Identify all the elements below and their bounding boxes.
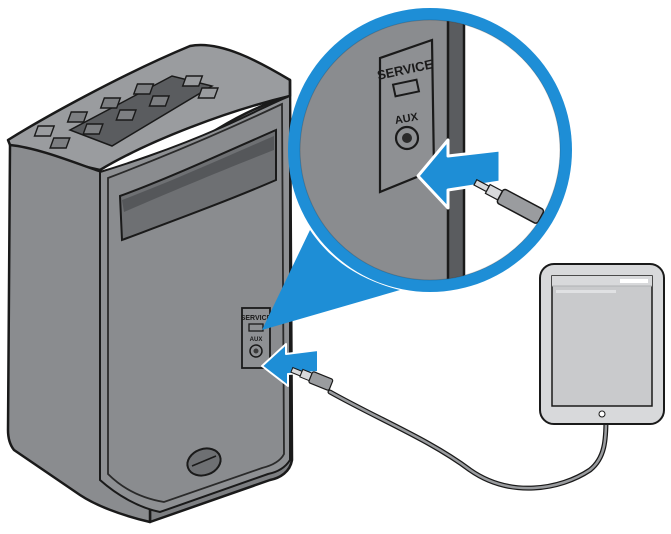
zoom-view: SERVICE AUX	[300, 20, 560, 280]
small-aux-label: AUX	[250, 337, 263, 343]
control-button[interactable]	[49, 137, 71, 149]
aux-plug	[290, 366, 334, 391]
control-button[interactable]	[148, 95, 171, 107]
control-button[interactable]	[115, 109, 137, 121]
zoom-service-port[interactable]	[391, 78, 421, 98]
speaker-foot	[186, 447, 222, 477]
insert-arrow	[261, 343, 319, 387]
zoom-speaker-edge	[448, 20, 464, 280]
callout-cone	[262, 230, 400, 330]
control-button[interactable]	[33, 125, 56, 137]
port-panel-frame	[241, 307, 271, 369]
control-button[interactable]	[66, 111, 89, 123]
small-service-label: SERVICE	[241, 315, 272, 322]
tablet-device	[539, 263, 665, 425]
control-button[interactable]	[181, 75, 204, 87]
small-port-panel: SERVICE AUX	[241, 307, 272, 369]
control-button[interactable]	[82, 123, 104, 135]
zoom-insert-arrow	[416, 138, 502, 210]
control-button[interactable]	[99, 97, 122, 109]
zoom-aux-label: AUX	[394, 111, 420, 127]
control-button[interactable]	[197, 87, 219, 99]
speaker: SERVICE AUX	[6, 43, 294, 524]
control-buttons	[33, 75, 219, 149]
handle-recess-shadow	[122, 136, 274, 212]
home-button[interactable]	[598, 410, 606, 418]
zoom-callout: SERVICE AUX	[262, 8, 572, 330]
control-button[interactable]	[132, 83, 155, 95]
tablet-screen	[551, 275, 653, 407]
small-service-port[interactable]	[248, 323, 264, 332]
